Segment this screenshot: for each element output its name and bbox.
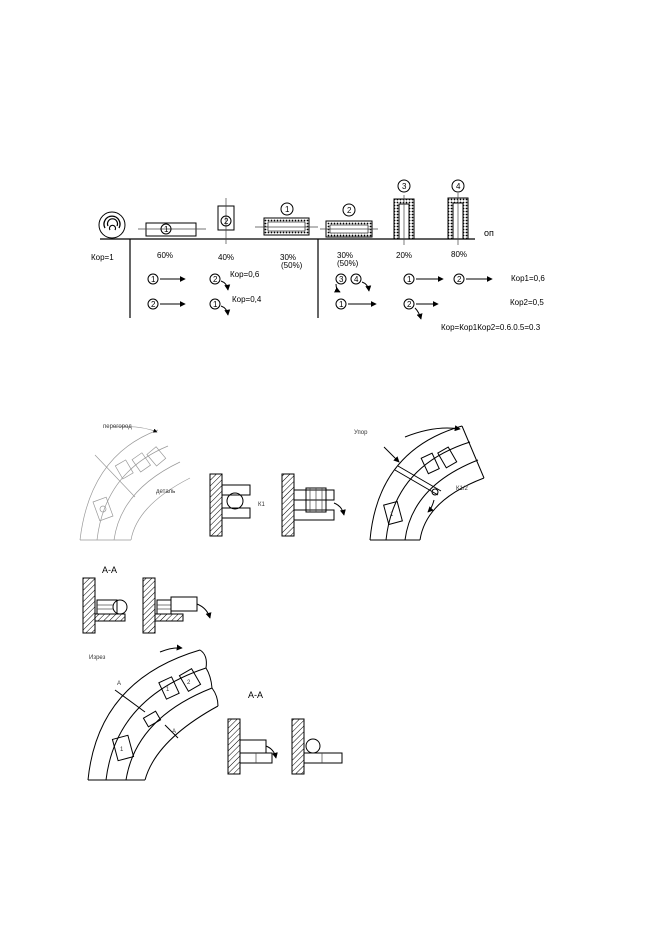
die-segment-bottom: 1 1 2 А А xyxy=(87,644,219,781)
svg-text:2: 2 xyxy=(213,275,218,284)
percent-7: 20% xyxy=(396,251,412,260)
section-aa-2: А-А xyxy=(248,690,263,700)
svg-text:1: 1 xyxy=(166,687,170,693)
percent-8: 80% xyxy=(451,250,467,259)
axis-label: оп xyxy=(484,228,494,238)
percent-4: (50%) xyxy=(281,261,303,270)
flow-right: 3 4 1 2 Кор1=0,6 1 2 Кор2=0,5 xyxy=(333,273,545,320)
stage-strip: 1 xyxy=(138,222,206,237)
stage-mark-4: 2 xyxy=(347,206,352,215)
svg-text:2: 2 xyxy=(457,275,462,284)
svg-text:1: 1 xyxy=(213,300,218,309)
svg-text:1: 1 xyxy=(120,747,124,753)
coil-icon xyxy=(98,211,126,239)
flow-left: 1 2 Кор=0,6 2 1 Кор=0,4 xyxy=(147,270,262,316)
section-aa-1: А-А xyxy=(102,565,117,575)
stage-mark-6: 4 xyxy=(456,182,461,191)
label-k1: К1 xyxy=(258,502,265,508)
svg-text:1: 1 xyxy=(407,275,412,284)
percent-1: 60% xyxy=(157,251,173,260)
kop-right-2: Кор2=0,5 xyxy=(510,298,544,307)
label-peregrod: перегород xyxy=(103,424,132,430)
svg-text:3: 3 xyxy=(339,275,344,284)
kop-left-1: Кор=0,6 xyxy=(230,270,260,279)
section-aa-2-drawing xyxy=(227,718,343,775)
svg-text:4: 4 xyxy=(354,275,359,284)
top-operations-diagram: оп 1 2 1 xyxy=(91,179,545,332)
svg-text:1: 1 xyxy=(390,512,394,518)
percent-6: (50%) xyxy=(337,259,359,268)
stage-channel-3: 3 xyxy=(393,179,415,245)
percent-2: 40% xyxy=(218,253,234,262)
label-izrez: Изрез xyxy=(89,655,106,661)
kop-total: Кор=Кор1Кор2=0.6.0.5=0.3 xyxy=(441,323,541,332)
fixture-ball xyxy=(209,473,251,537)
svg-text:1: 1 xyxy=(151,275,156,284)
stage-mark-2: 2 xyxy=(224,217,229,226)
fixture-roller xyxy=(281,473,346,537)
percent-5: 30% xyxy=(337,251,353,260)
svg-text:2: 2 xyxy=(407,300,412,309)
label-upor: Упор xyxy=(354,430,368,436)
die-segment-right: 1 Упор К1/2 xyxy=(354,425,485,541)
stage-square: 2 xyxy=(217,198,235,244)
svg-text:2: 2 xyxy=(187,680,191,686)
svg-text:1: 1 xyxy=(339,300,344,309)
stage-mark-1: 1 xyxy=(164,225,169,234)
stage-mark-3: 1 xyxy=(285,205,290,214)
label-a-2: А xyxy=(172,729,176,735)
stage-frame-1: 1 xyxy=(255,202,318,236)
label-k12: К1/2 xyxy=(456,486,468,492)
svg-text:2: 2 xyxy=(151,300,156,309)
kop-left-2: Кор=0,4 xyxy=(232,295,262,304)
label-a-1: А xyxy=(117,681,121,687)
section-aa-1-drawing xyxy=(82,577,212,634)
percent-3: 30% xyxy=(280,253,296,262)
kop-right-1: Кор1=0,6 xyxy=(511,274,545,283)
label-detal: деталь xyxy=(156,489,175,495)
kop-start: Кор=1 xyxy=(91,253,114,262)
stage-mark-5: 3 xyxy=(402,182,407,191)
stage-channel-4: 4 xyxy=(447,179,469,245)
die-segment-left: перегород деталь xyxy=(79,424,191,541)
stage-frame-2: 2 xyxy=(320,203,378,238)
